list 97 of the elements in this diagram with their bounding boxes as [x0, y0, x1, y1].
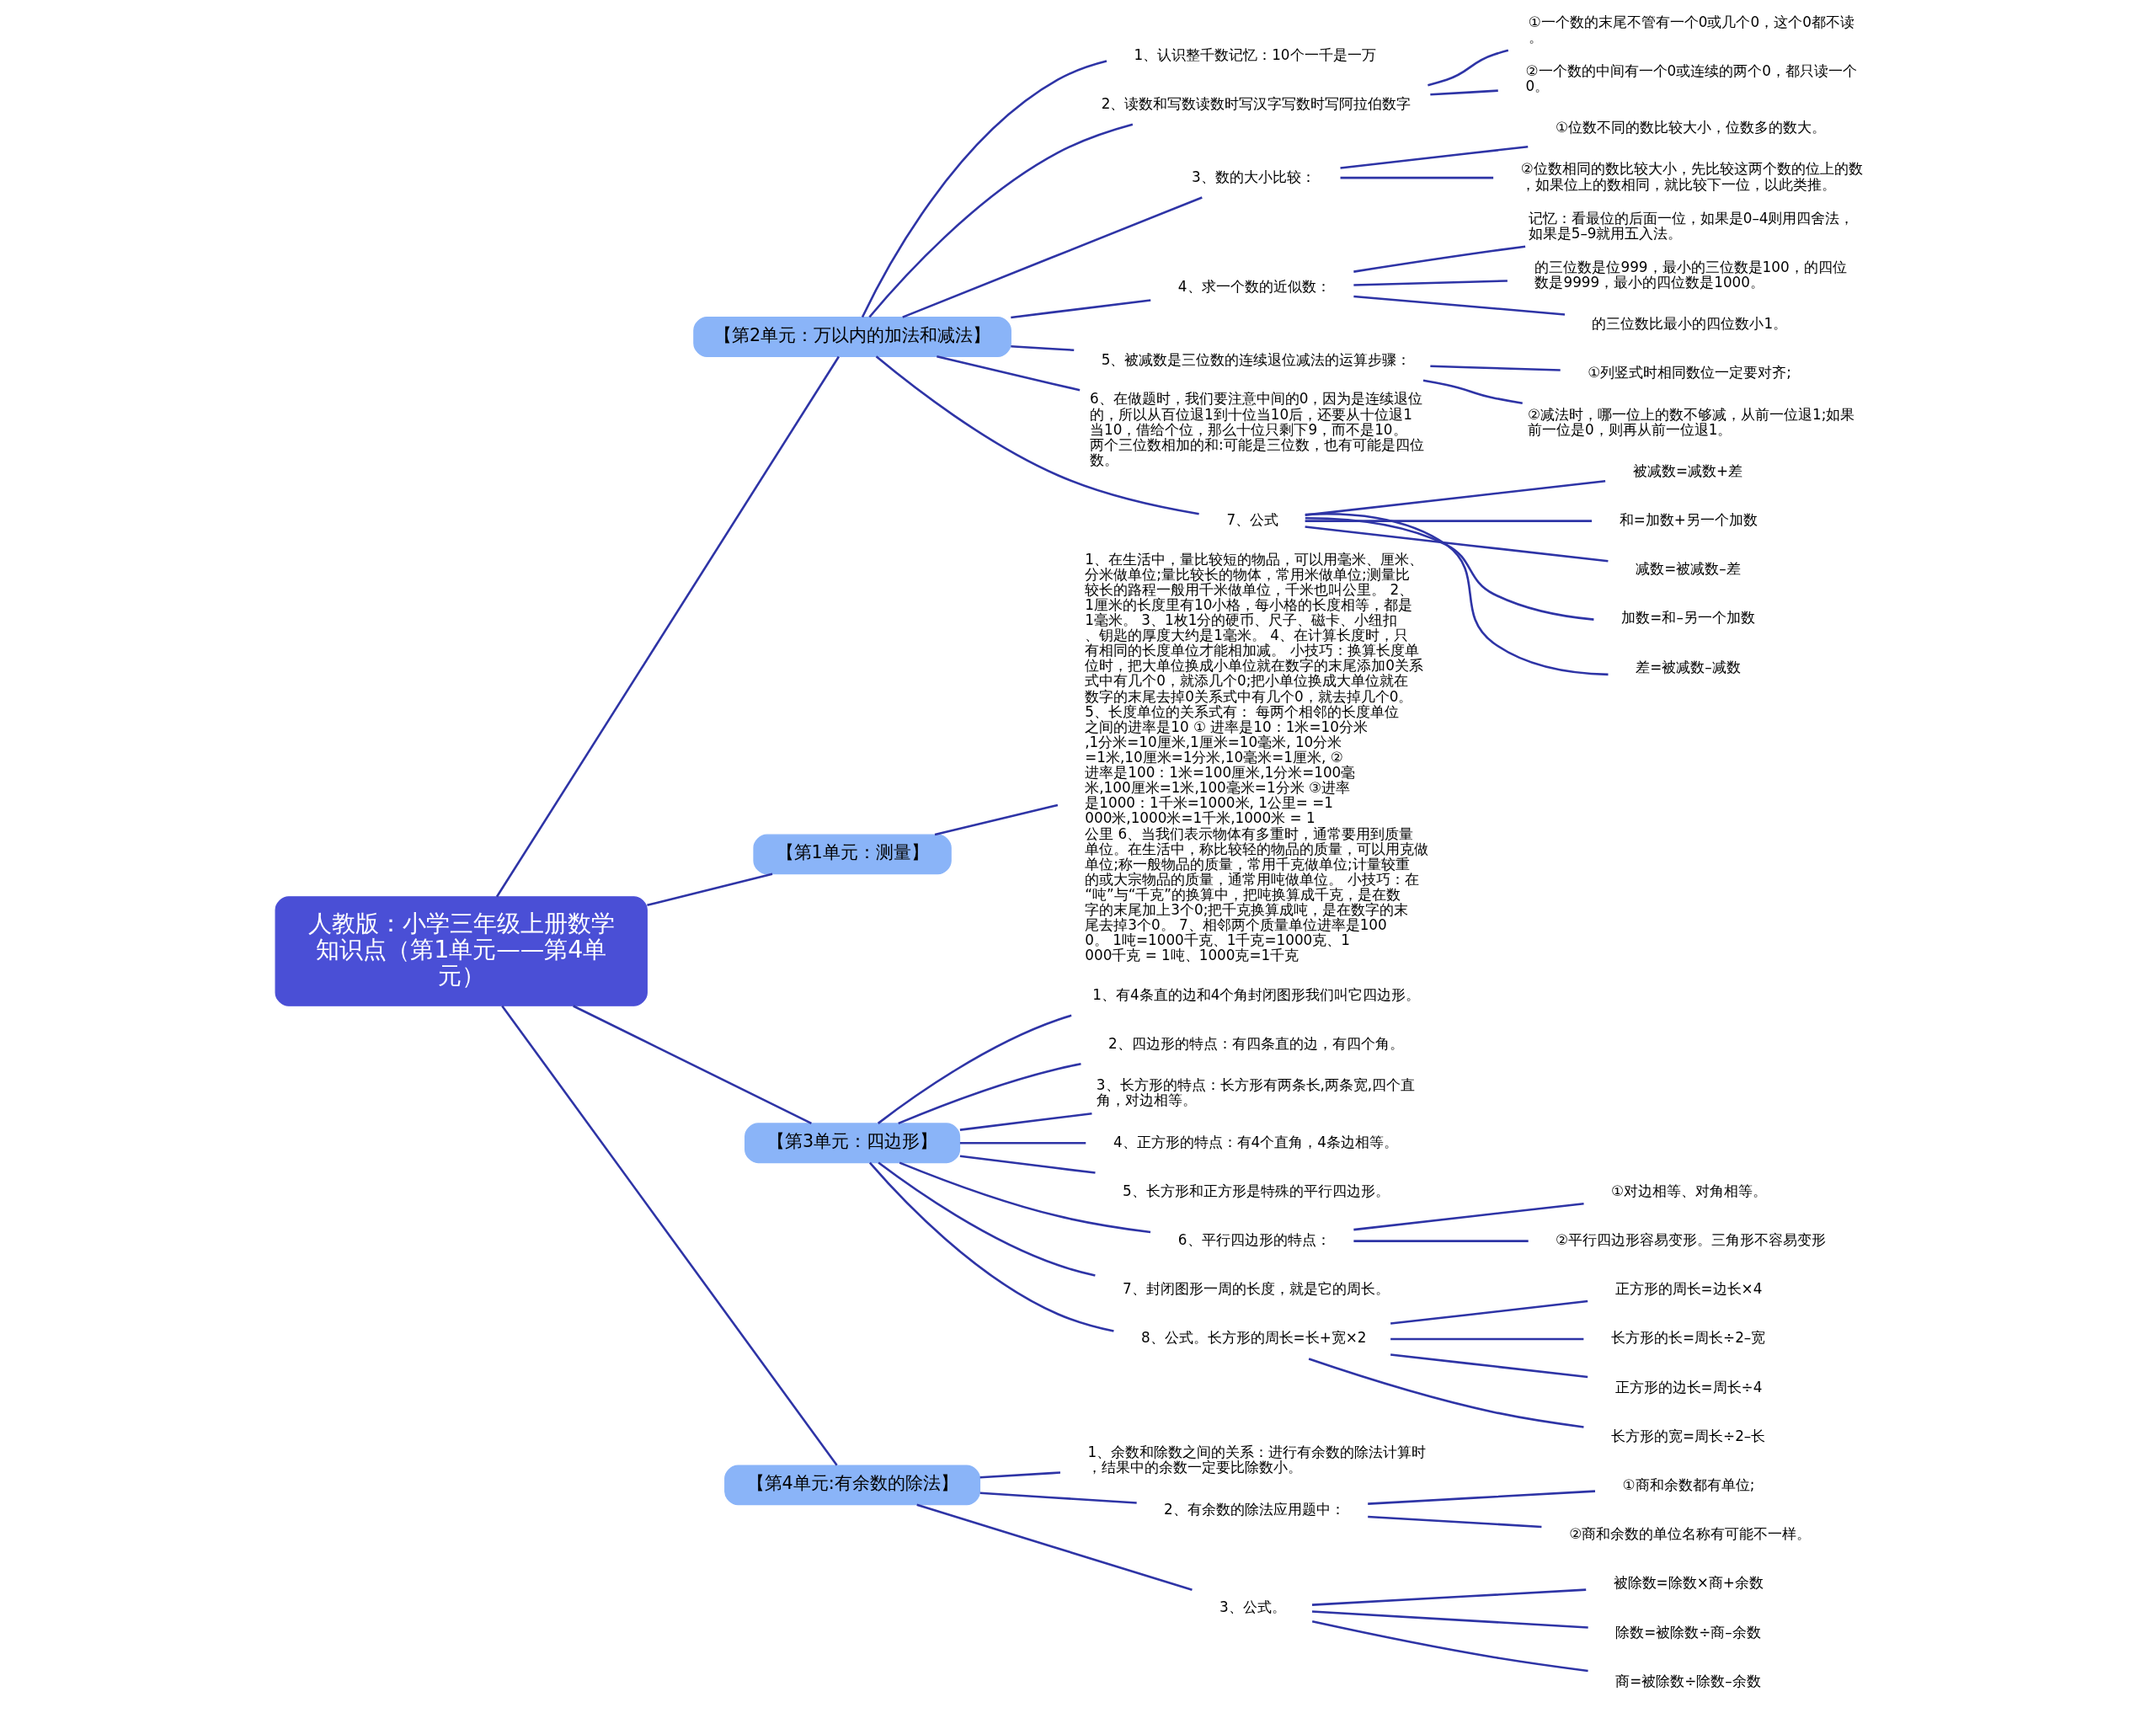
node-text: ①商和余数都有单位; [1622, 1476, 1754, 1494]
node-box: 人教版：小学三年级上册数学知识点（第1单元——第4单元） [275, 896, 648, 1006]
node-box: 【第1单元：测量】 [752, 834, 952, 875]
node-text: ②平行四边形容易变形。三角形不容易变形 [1555, 1231, 1826, 1249]
node-text: 的三位数比最小的四位数小1。 [1591, 315, 1787, 333]
node-text: ②减法时，哪一位上的数不够减，从前一位退1;如果前一位是0，则再从前一位退1。 [1527, 405, 1854, 438]
connector [1305, 520, 1592, 522]
node-text: 1、在生活中，量比较短的物品，可以用毫米、厘米、分米做单位;量比较长的物体，常用米做单位;测量比较长的路程一般用千米做单位，千米也叫公里。 2、1厘米的长度里有10小格，每小格的长度相等，都是1毫米。 3、1枚1分的硬币、尺子、磁卡、小纽扣、钥匙的厚度大约是1毫米。 4、在计算长度时，只有相同的长度单位才能相加减。 小技巧：换算长度单位时，把大单位换成小单位就在数字的末尾添加0关系式中有几个0，就添几个0;把小单位换成大单位就在数字的末尾去掉0关系式中有几个0，就去掉几个0。 5、长度单位的关系式有： 每两个相邻的长度单位之间的进率是10 ① 进率是10：1米=10分米,1分米=10厘米,1厘米=10毫米, 10分米=1米,10厘米=1分米,10毫米=1厘米, ②进率是100：1米=100厘米,1分米=100毫米,100厘米=1米,100毫米=1分米 ③进率是1000：1千米=1000米, 1公里= =1000米,1000米=1千米,1000米 = 1公里 6、当我们表示物体有多重时，通常要用到质量单位。在生活中，称比较轻的物品的质量，可以用克做单位;称一般物品的质量，常用千克做单位;计量较重的或大宗物品的质量，通常用吨做单位。 小技巧：在“吨”与“千克”的换算中，把吨换算成千克，是在数字的末尾加上3个0;把千克换算成吨，是在数字的末尾去掉3个0。 7、相邻两个质量单位进率是1000。 1吨=1000千克、1千克=1000克、1000千克 = 1吨、1000克=1千克 [1084, 550, 1428, 964]
node-text: 7、封闭图形一周的长度，就是它的周长。 [1122, 1280, 1390, 1298]
connector [1353, 245, 1525, 273]
connector [1305, 516, 1594, 621]
connector [495, 355, 840, 898]
connector [646, 873, 772, 907]
connector [572, 1005, 812, 1124]
node-text: ①一个数的末尾不管有一个0或几个0，这个0都不读。 [1528, 13, 1854, 45]
connector [1429, 89, 1498, 96]
connector [875, 355, 1199, 515]
node-text: 加数=和–另一个加数 [1620, 609, 1755, 627]
node-text: ①列竖式时相同数位一定要对齐; [1587, 364, 1791, 382]
connector [934, 803, 1058, 836]
node-text: 和=加数+另一个加数 [1619, 510, 1758, 528]
connector [901, 196, 1203, 318]
connector [1353, 1202, 1584, 1231]
connector [899, 1161, 1150, 1234]
connector [1010, 299, 1150, 319]
node-text: ②商和余数的单位名称有可能不一样。 [1568, 1525, 1811, 1543]
node-text: 6、平行四边形的特点： [1177, 1231, 1331, 1249]
connector [915, 1503, 1193, 1592]
node-text: 除数=被除数÷商–余数 [1614, 1623, 1761, 1641]
connector [1010, 344, 1074, 352]
node-text: 2、有余数的除法应用题中： [1163, 1500, 1345, 1518]
connector [1390, 1299, 1588, 1325]
node-text: 6、在做题时，我们要注意中间的0，因为是连续退位的，所以从百位退1到十位当10后，还要从十位退1当10，借给个位，那么十位只剩下9，而不是10。两个三位数相加的和:可能是三位数，也有可能是四位数。 [1089, 390, 1424, 468]
node-text: 2、四边形的特点：有四条直的边，有四个角。 [1107, 1035, 1404, 1053]
connector [959, 1155, 1096, 1174]
connector [1304, 480, 1605, 516]
connector [979, 1471, 1060, 1479]
node-text: 5、被减数是三位数的连续退位减法的运算步骤： [1101, 350, 1411, 368]
connector [897, 1062, 1081, 1125]
node-text: ①对边相等、对角相等。 [1610, 1182, 1767, 1199]
node-text: 的三位数是位999，最小的三位数是100，的四位数是9999，最小的四位数是1000。 [1534, 258, 1847, 291]
node-text: ②一个数的中间有一个0或连续的两个0，都只读一个0。 [1524, 62, 1857, 95]
connector [936, 355, 1080, 392]
connector [877, 1161, 1096, 1277]
node-text: 记忆：看最位的后面一位，如果是0–4则用四舍法，如果是5–9就用五入法。 [1528, 209, 1854, 242]
node-text: ①位数不同的数比较大小，位数多的数大。 [1555, 119, 1826, 136]
connector [1311, 1588, 1586, 1606]
node-text: 7、公式 [1225, 510, 1278, 528]
node-text: 3、数的大小比较： [1191, 168, 1315, 185]
connector [500, 1005, 838, 1466]
node-text: 8、公式。长方形的周长=长+宽×2 [1140, 1329, 1366, 1347]
node-text: 3、公式。 [1219, 1598, 1286, 1615]
connector [1311, 1620, 1588, 1673]
node-text: 1、认识整千数记忆：10个一千是一万 [1133, 45, 1376, 63]
connector [1390, 1353, 1588, 1379]
connector [1353, 1240, 1529, 1242]
connector [868, 1161, 1114, 1332]
connector [1390, 1337, 1583, 1341]
connector [979, 1492, 1137, 1504]
node-text: ②位数相同的数比较大小，先比较这两个数的位上的数，如果位上的数相同，就比较下一位，以此类推。 [1520, 160, 1863, 193]
node-text: 差=被减数–减数 [1635, 658, 1741, 675]
connector [1308, 1358, 1584, 1428]
connector [861, 60, 1107, 318]
node-text: 1、余数和除数之间的关系：进行有余数的除法计算时，结果中的余数一定要比除数小。 [1086, 1444, 1426, 1476]
node-text: 长方形的宽=周长÷2–长 [1610, 1427, 1765, 1444]
connector [1367, 1515, 1541, 1529]
connector [1339, 145, 1528, 169]
node-text: 1、有4条直的边和4个角封闭图形我们叫它四边形。 [1091, 985, 1420, 1003]
node-box: 【第3单元：四边形】 [744, 1123, 960, 1164]
connector [1304, 526, 1609, 563]
node-box: 【第4单元:有余数的除法】 [723, 1465, 980, 1506]
connector [1305, 513, 1609, 676]
node-text: 商=被除数÷除数–余数 [1614, 1672, 1761, 1689]
connector [867, 123, 1133, 318]
connector [1422, 379, 1523, 405]
node-text: 4、求一个数的近似数： [1177, 278, 1331, 296]
node-text: 5、长方形和正方形是特殊的平行四边形。 [1122, 1182, 1390, 1199]
connector [877, 1014, 1072, 1124]
node-box: 【第2单元：万以内的加法和减法】 [692, 317, 1011, 357]
node-text: 4、正方形的特点：有4个直角，4条边相等。 [1113, 1133, 1398, 1150]
node-text: 被除数=除数×商+余数 [1613, 1574, 1764, 1592]
connector [959, 1141, 1086, 1145]
connector [1429, 365, 1561, 371]
connector [1427, 49, 1508, 87]
connector [1340, 176, 1493, 179]
connector [1353, 295, 1565, 316]
node-text: 3、长方形的特点：长方形有两条长,两条宽,四个直角，对边相等。 [1096, 1076, 1415, 1109]
node-text: 正方形的边长=周长÷4 [1614, 1378, 1762, 1395]
connector [959, 1113, 1092, 1131]
node-text: 长方形的长=周长÷2–宽 [1610, 1329, 1765, 1347]
connector [1367, 1490, 1595, 1505]
connector [1311, 1610, 1588, 1629]
node-text: 被减数=减数+差 [1632, 462, 1742, 479]
node-text: 正方形的周长=边长×4 [1614, 1280, 1762, 1298]
node-text: 2、读数和写数读数时写汉字写数时写阿拉伯数字 [1101, 94, 1411, 112]
connector [1353, 280, 1508, 286]
node-text: 减数=被减数–差 [1635, 560, 1741, 578]
